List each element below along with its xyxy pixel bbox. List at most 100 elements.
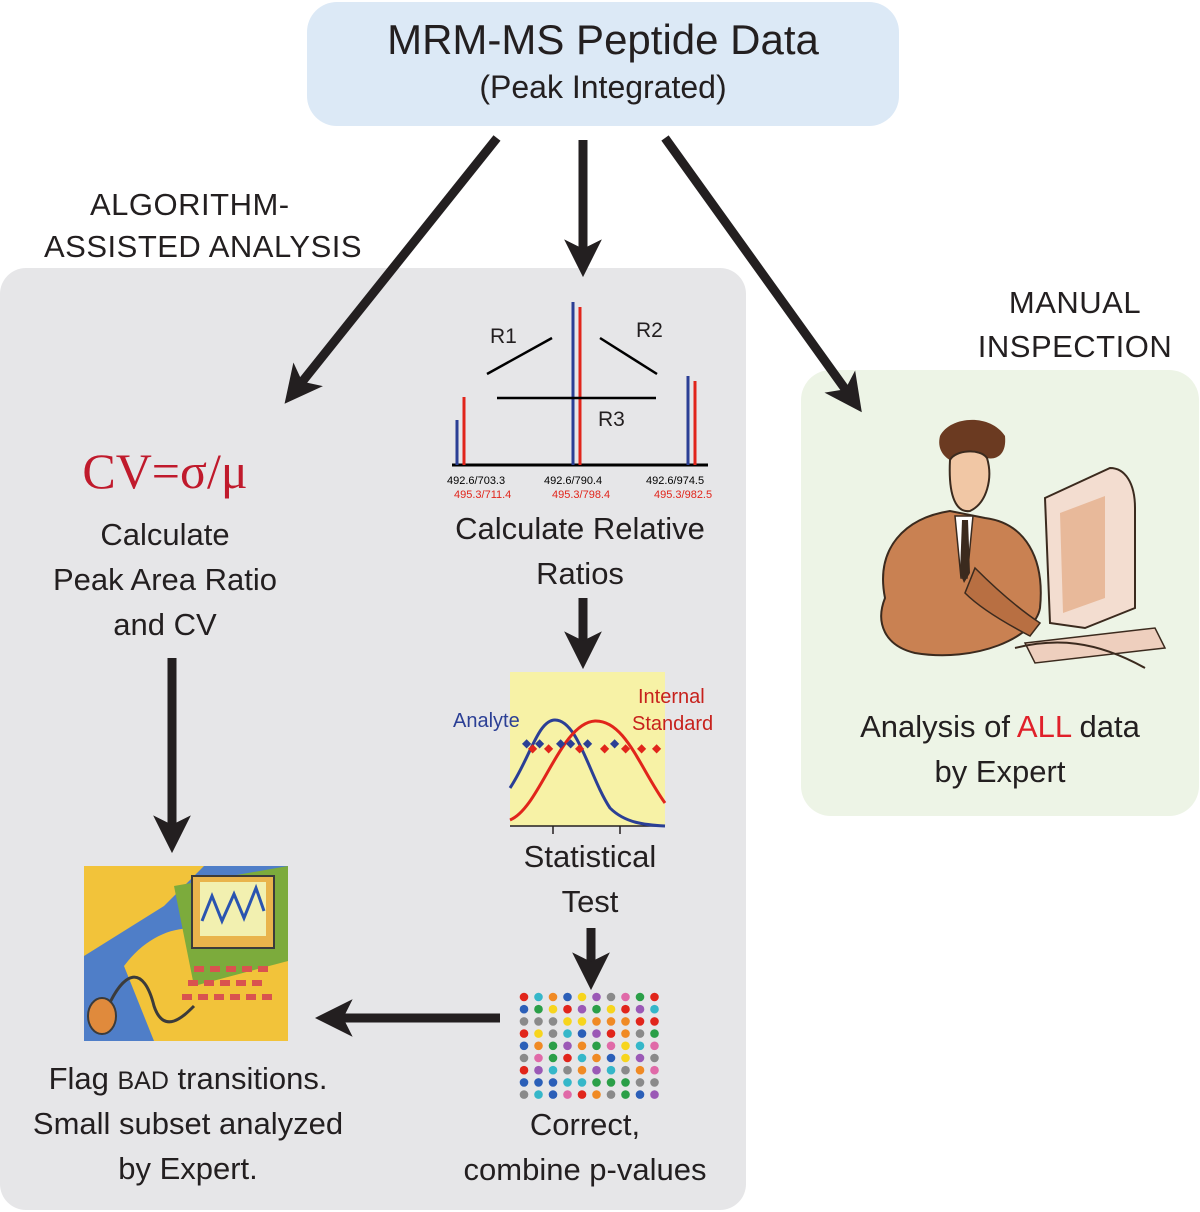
header-subtitle: (Peak Integrated) <box>479 69 727 105</box>
pvalue-dot <box>592 1090 601 1099</box>
svg-text:◆: ◆ <box>621 741 631 755</box>
pvalue-dot <box>621 1090 630 1099</box>
pvalue-dot <box>650 1090 659 1099</box>
pvalue-dot <box>534 992 543 1002</box>
pvalue-dot <box>650 992 659 1002</box>
pvalue-dot <box>563 1029 572 1038</box>
transition-black-1: 492.6/703.3 <box>447 475 505 487</box>
manual-text-pre: Analysis of <box>860 709 1010 744</box>
pvalue-dot <box>592 1078 601 1087</box>
pvalue-dot <box>621 1065 630 1075</box>
computer-base <box>1023 627 1167 664</box>
svg-text:◆: ◆ <box>528 741 538 755</box>
arrow-lines <box>153 135 862 1037</box>
pvalue-dot <box>621 1041 630 1051</box>
expert-face <box>948 450 991 513</box>
pvalue-dot <box>577 1090 587 1099</box>
pvalue-dot <box>563 1017 572 1026</box>
pvalue-dot <box>592 992 601 1002</box>
svg-text:◆: ◆ <box>575 741 585 755</box>
pvalue-dot <box>621 1053 630 1063</box>
pvalue-dot <box>621 1029 630 1038</box>
pvalue-dot <box>577 1041 587 1051</box>
expert-tie <box>960 520 970 583</box>
pvalue-dot <box>548 1053 558 1063</box>
pvalue-dot <box>548 1017 558 1026</box>
pvalue-dot <box>534 1017 543 1026</box>
pvalue-dot <box>534 1029 543 1038</box>
internal-label-line1: Internal <box>638 686 705 708</box>
expert-hair <box>939 419 1006 460</box>
pvalue-dot <box>650 1053 659 1063</box>
flag-text-line2: Small subset analyzed <box>32 1106 344 1141</box>
pvalue-dot <box>621 1078 630 1087</box>
keyboard-line <box>1014 641 1146 669</box>
pvalue-dot <box>577 1065 587 1075</box>
svg-text:◆: ◆ <box>637 741 647 755</box>
pvalue-dot <box>563 1090 572 1099</box>
pvalue-dot <box>577 1053 587 1063</box>
pvalue-dot <box>519 1065 529 1075</box>
pvalue-dot <box>635 992 645 1002</box>
svg-text:◆: ◆ <box>544 741 554 755</box>
svg-text:◆: ◆ <box>566 736 576 750</box>
pvalue-dot <box>592 1041 601 1051</box>
pvalue-dot <box>534 1004 543 1014</box>
correct-text-line2: combine p-values <box>463 1152 707 1187</box>
ratio-label-r2: R2 <box>636 319 663 342</box>
pvalue-dot <box>621 992 630 1002</box>
pvalue-dot <box>534 1078 543 1087</box>
svg-text:◆: ◆ <box>600 741 610 755</box>
pvalue-dot <box>621 1017 630 1026</box>
ratio-line-r1 <box>486 336 553 376</box>
transition-black-3: 492.6/974.5 <box>646 475 704 487</box>
pvalue-dot <box>606 1053 616 1063</box>
pvalue-dot <box>577 1029 587 1038</box>
pvalue-dot <box>650 1017 659 1026</box>
pvalue-dot <box>606 1065 616 1075</box>
pvalue-dot <box>650 1078 659 1087</box>
pvalue-dot <box>534 1065 543 1075</box>
manual-text-all: ALL <box>1016 709 1071 744</box>
internal-standard-curve <box>509 719 667 822</box>
pvalue-dot <box>592 1053 601 1063</box>
pvalue-dot <box>635 1017 645 1026</box>
analyte-points: ◆◆◆ ◆◆◆ <box>522 736 620 750</box>
flag-text-line1: Flag BAD transitions. <box>0 1056 376 1104</box>
pvalue-dot <box>548 1065 558 1075</box>
ratio-line-r2 <box>599 336 658 376</box>
pvalue-dot <box>548 1029 558 1038</box>
manual-label-line1: MANUAL <box>1008 285 1142 320</box>
svg-text:◆: ◆ <box>610 736 620 750</box>
pvalue-dot <box>635 1041 645 1051</box>
pvalue-dot <box>606 1090 616 1099</box>
keyboard <box>182 966 272 1000</box>
pvalue-dot <box>548 1090 558 1099</box>
transition-black-2: 492.6/790.4 <box>544 475 602 487</box>
flag-text-bad: BAD <box>117 1067 169 1095</box>
pvalue-dot <box>592 1065 601 1075</box>
pvalue-dot <box>519 1090 529 1099</box>
algorithm-label-line1: ALGORITHM- <box>90 187 290 222</box>
pvalue-dot <box>563 1078 572 1087</box>
arrow-to-cv <box>284 135 501 404</box>
pvalue-dot <box>650 1004 659 1014</box>
pvalue-dot <box>519 992 529 1002</box>
manual-text-line2: by Expert <box>934 754 1066 789</box>
cv-formula: CV=σ/μ <box>82 443 248 499</box>
pvalue-dot <box>606 1029 616 1038</box>
svg-text:◆: ◆ <box>583 736 593 750</box>
pvalue-dot <box>548 1004 558 1014</box>
internal-label-line2: Standard <box>632 713 713 735</box>
svg-text:◆: ◆ <box>556 736 566 750</box>
flag-text-pre: Flag <box>48 1061 109 1096</box>
expert-illustration <box>880 419 1167 669</box>
expert-arm <box>964 566 1042 637</box>
pvalue-dot <box>650 1029 659 1038</box>
pvalue-dot <box>650 1041 659 1051</box>
pvalue-dot <box>592 1029 601 1038</box>
transition-red-2: 495.3/798.4 <box>552 489 610 501</box>
pvalue-dot <box>519 1078 529 1087</box>
pvalue-dot <box>534 1053 543 1063</box>
